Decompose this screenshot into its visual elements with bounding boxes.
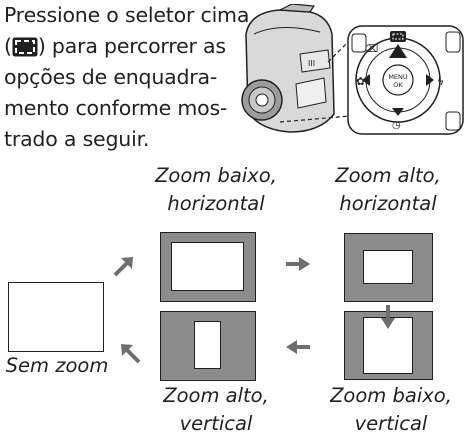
svg-text:⌫: ⌫ <box>364 44 378 55</box>
caption-line: horizontal <box>167 192 265 215</box>
instruction-text: Pressione o seletor cima ( ) para percorr… <box>4 0 250 155</box>
frame-low-zoom-horizontal <box>160 232 256 302</box>
arrow-right-icon <box>285 255 311 273</box>
open-paren: ( <box>4 34 12 58</box>
arrow-no-zoom-to-low-horizontal-icon <box>112 254 136 278</box>
caption-line: Zoom baixo, <box>155 164 277 187</box>
caption-line: Zoom baixo, <box>330 384 452 407</box>
frame-high-zoom-vertical <box>160 311 256 381</box>
selector-dial-icon: ✿ ϟ ⌫ ◷ MENU OK <box>355 31 444 131</box>
caption-line: Zoom alto, <box>163 384 269 407</box>
framing-button-icon <box>12 35 38 66</box>
frame-no-zoom <box>8 282 104 352</box>
svg-text:✿: ✿ <box>356 75 365 88</box>
frame-low-zoom-horizontal-inner <box>171 242 244 291</box>
frame-high-zoom-vertical-inner <box>194 321 221 369</box>
caption-high-zoom-horizontal: Zoom alto, horizontal <box>318 162 458 218</box>
instruction-line-3: opções de enquadra- <box>4 65 218 89</box>
caption-line: vertical <box>354 412 428 435</box>
camera-body-icon: III <box>241 3 335 133</box>
svg-text:OK: OK <box>393 81 403 89</box>
camera-illustration: III ✿ ϟ ⌫ ◷ MENU OK <box>240 3 465 144</box>
caption-low-zoom-vertical: Zoom baixo, vertical <box>318 382 464 438</box>
svg-text:MENU: MENU <box>388 73 408 81</box>
svg-text:ϟ: ϟ <box>437 75 444 88</box>
caption-no-zoom: Sem zoom <box>5 354 109 377</box>
instruction-line-2: ( ) para percorrer as <box>4 31 234 62</box>
arrow-left-icon <box>285 338 311 356</box>
caption-line: vertical <box>179 412 253 435</box>
frame-high-zoom-horizontal-inner <box>363 250 413 284</box>
instruction-line-2-rest: ) para percorrer as <box>37 34 226 58</box>
frame-high-zoom-horizontal <box>344 233 433 302</box>
up-arrow-icon <box>389 44 407 58</box>
svg-text:III: III <box>308 59 315 68</box>
instruction-line-1: Pressione o seletor cima <box>4 3 250 27</box>
caption-high-zoom-vertical: Zoom alto, vertical <box>136 382 296 438</box>
instruction-line-4: mento conforme mos- <box>4 96 228 120</box>
caption-line: Zoom alto, <box>335 164 441 187</box>
arrow-up-left-icon <box>118 341 142 365</box>
caption-low-zoom-horizontal: Zoom baixo, horizontal <box>136 162 296 218</box>
instruction-line-5: trado a seguir. <box>4 127 150 151</box>
arrow-down-icon <box>379 304 397 330</box>
svg-text:◷: ◷ <box>392 120 401 131</box>
caption-line: horizontal <box>339 192 437 215</box>
